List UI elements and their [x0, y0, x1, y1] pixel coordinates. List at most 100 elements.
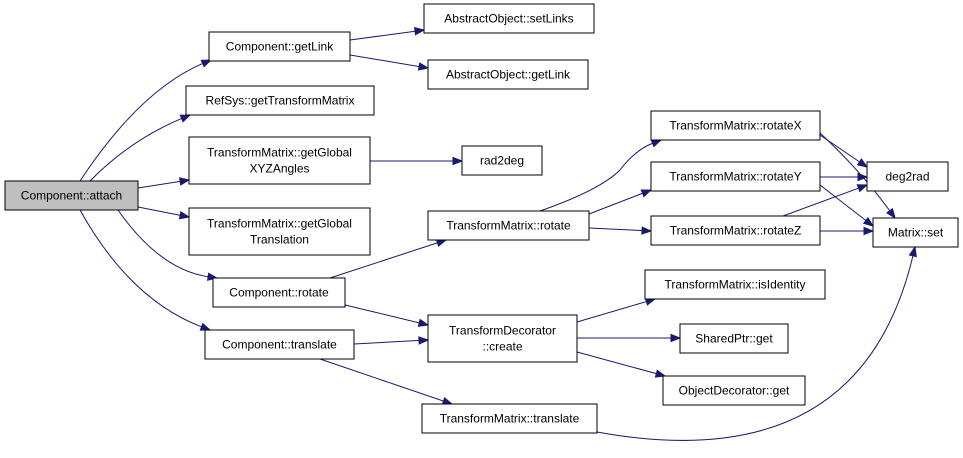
edge-rotZ-deg2rad	[782, 184, 869, 217]
node-box-deg2rad	[866, 161, 949, 192]
node-box-tmRotate	[427, 210, 590, 241]
edge-cTranslate-tmTranslate	[319, 358, 454, 405]
node-spGet[interactable]: SharedPtr::get	[679, 323, 789, 354]
node-deg2rad[interactable]: deg2rad	[866, 161, 949, 192]
edge-line-tdCreate-odGet	[576, 351, 658, 375]
node-label-odGet-0: ObjectDecorator::get	[679, 384, 790, 398]
edge-tmRotate-rotZ	[588, 226, 653, 235]
node-odGet[interactable]: ObjectDecorator::get	[662, 375, 806, 406]
edge-line-getLink-setLinks	[349, 30, 417, 41]
node-label-gtrans-0: TransformMatrix::getGlobal	[207, 217, 352, 231]
node-box-rotX	[650, 110, 821, 141]
arrowhead-rotY-deg2rad	[857, 172, 869, 182]
edge-rotX-mset	[819, 132, 896, 220]
node-box-cTranslate	[204, 329, 355, 360]
node-label-isIdentity-0: TransformMatrix::isIdentity	[665, 278, 806, 292]
arrowhead-rotZ-mset	[863, 226, 875, 236]
edge-cTranslate-tdCreate	[353, 336, 430, 345]
arrowhead-cTranslate-tmTranslate	[441, 396, 454, 405]
node-box-gtrans	[188, 207, 371, 256]
node-box-rotY	[650, 161, 821, 192]
arrowhead-tdCreate-spGet	[670, 333, 682, 343]
node-rotY[interactable]: TransformMatrix::rotateY	[650, 161, 821, 192]
arrowhead-getLink-aoGetLink	[417, 62, 430, 71]
edge-line-tmRotate-rotX	[539, 142, 654, 212]
arrowhead-attach-refsys	[179, 114, 192, 123]
node-isIdentity[interactable]: TransformMatrix::isIdentity	[644, 269, 826, 300]
edge-line-tmRotate-rotY	[588, 192, 644, 215]
node-label-tdCreate-0: TransformDecorator	[449, 324, 556, 338]
edge-rotY-mset	[819, 184, 875, 227]
edge-line-attach-xyz	[137, 180, 182, 189]
node-box-odGet	[662, 375, 806, 406]
arrowhead-getLink-setLinks	[414, 27, 426, 36]
edge-line-tdCreate-isIdentity	[576, 300, 648, 323]
node-label-spGet-0: SharedPtr::get	[695, 332, 773, 346]
edge-line-attach-cRotate	[117, 209, 210, 278]
edge-line-attach-refsys	[89, 117, 183, 182]
edge-line-getLink-aoGetLink	[349, 54, 421, 68]
node-box-tmTranslate	[421, 403, 598, 434]
node-setLinks[interactable]: AbstractObject::setLinks	[423, 3, 595, 34]
edge-line-cTranslate-tmTranslate	[319, 358, 445, 402]
node-box-rad2deg	[461, 145, 543, 176]
arrowhead-tmTranslate-mset	[908, 245, 917, 258]
node-box-mset	[872, 217, 959, 248]
node-box-refsys	[185, 85, 375, 116]
edge-tdCreate-isIdentity	[576, 297, 657, 323]
arrowhead-attach-gtrans	[178, 210, 191, 220]
node-rad2deg[interactable]: rad2deg	[461, 145, 543, 176]
node-refsys[interactable]: RefSys::getTransformMatrix	[185, 85, 375, 116]
node-label-tmTranslate-0: TransformMatrix::translate	[440, 412, 580, 426]
edge-rotY-deg2rad	[820, 172, 869, 182]
node-label-tmRotate-0: TransformMatrix::rotate	[446, 219, 571, 233]
arrowhead-attach-getLink	[200, 59, 213, 68]
node-box-spGet	[679, 323, 789, 354]
edge-line-rotZ-deg2rad	[782, 187, 860, 217]
node-rotZ[interactable]: TransformMatrix::rotateZ	[650, 215, 821, 246]
node-label-getLink-0: Component::getLink	[226, 40, 334, 54]
edge-tmTranslate-mset	[596, 245, 917, 441]
node-rotX[interactable]: TransformMatrix::rotateX	[650, 110, 821, 141]
node-cTranslate[interactable]: Component::translate	[204, 329, 355, 360]
arrowhead-cRotate-tdCreate	[417, 318, 430, 327]
edge-line-attach-cTranslate	[79, 209, 203, 328]
node-label-rad2deg-0: rad2deg	[480, 154, 524, 168]
arrowhead-rotX-deg2rad	[856, 158, 869, 168]
node-tmTranslate[interactable]: TransformMatrix::translate	[421, 403, 598, 434]
edge-xyz-rad2deg	[370, 156, 464, 166]
node-label-deg2rad-0: deg2rad	[885, 170, 929, 184]
node-label-refsys-0: RefSys::getTransformMatrix	[206, 94, 355, 108]
node-label-attach-0: Component::attach	[21, 189, 122, 203]
arrowhead-rotX-mset	[886, 207, 896, 220]
node-attach[interactable]: Component::attach	[4, 180, 139, 211]
edge-attach-getLink	[79, 59, 213, 182]
arrowhead-rotZ-deg2rad	[856, 184, 869, 193]
node-getLink[interactable]: Component::getLink	[208, 31, 351, 62]
node-label-aoGetLink-0: AbstractObject::getLink	[446, 68, 571, 82]
node-tmRotate[interactable]: TransformMatrix::rotate	[427, 210, 590, 241]
node-label-rotX-0: TransformMatrix::rotateX	[669, 119, 801, 133]
node-box-aoGetLink	[427, 59, 589, 90]
edge-line-attach-gtrans	[137, 206, 182, 216]
node-aoGetLink[interactable]: AbstractObject::getLink	[427, 59, 589, 90]
node-box-tdCreate	[427, 314, 578, 363]
node-tdCreate[interactable]: TransformDecorator::create	[427, 314, 578, 363]
node-label-rotZ-0: TransformMatrix::rotateZ	[670, 224, 802, 238]
node-mset[interactable]: Matrix::set	[872, 217, 959, 248]
node-cRotate[interactable]: Component::rotate	[212, 277, 346, 308]
arrowhead-attach-cTranslate	[199, 322, 212, 331]
call-nodes: Component::attachComponent::getLinkAbstr…	[4, 3, 959, 434]
arrowhead-tmRotate-rotZ	[641, 226, 653, 235]
edge-tmRotate-rotY	[588, 189, 653, 215]
edge-line-attach-getLink	[79, 62, 204, 182]
edge-getLink-aoGetLink	[349, 54, 430, 71]
node-box-getLink	[208, 31, 351, 62]
node-label-tdCreate-1: ::create	[482, 340, 522, 354]
edge-attach-gtrans	[137, 206, 191, 220]
edge-line-rotY-mset	[819, 184, 868, 222]
edge-getLink-setLinks	[349, 27, 426, 41]
edge-rotZ-mset	[820, 226, 875, 236]
